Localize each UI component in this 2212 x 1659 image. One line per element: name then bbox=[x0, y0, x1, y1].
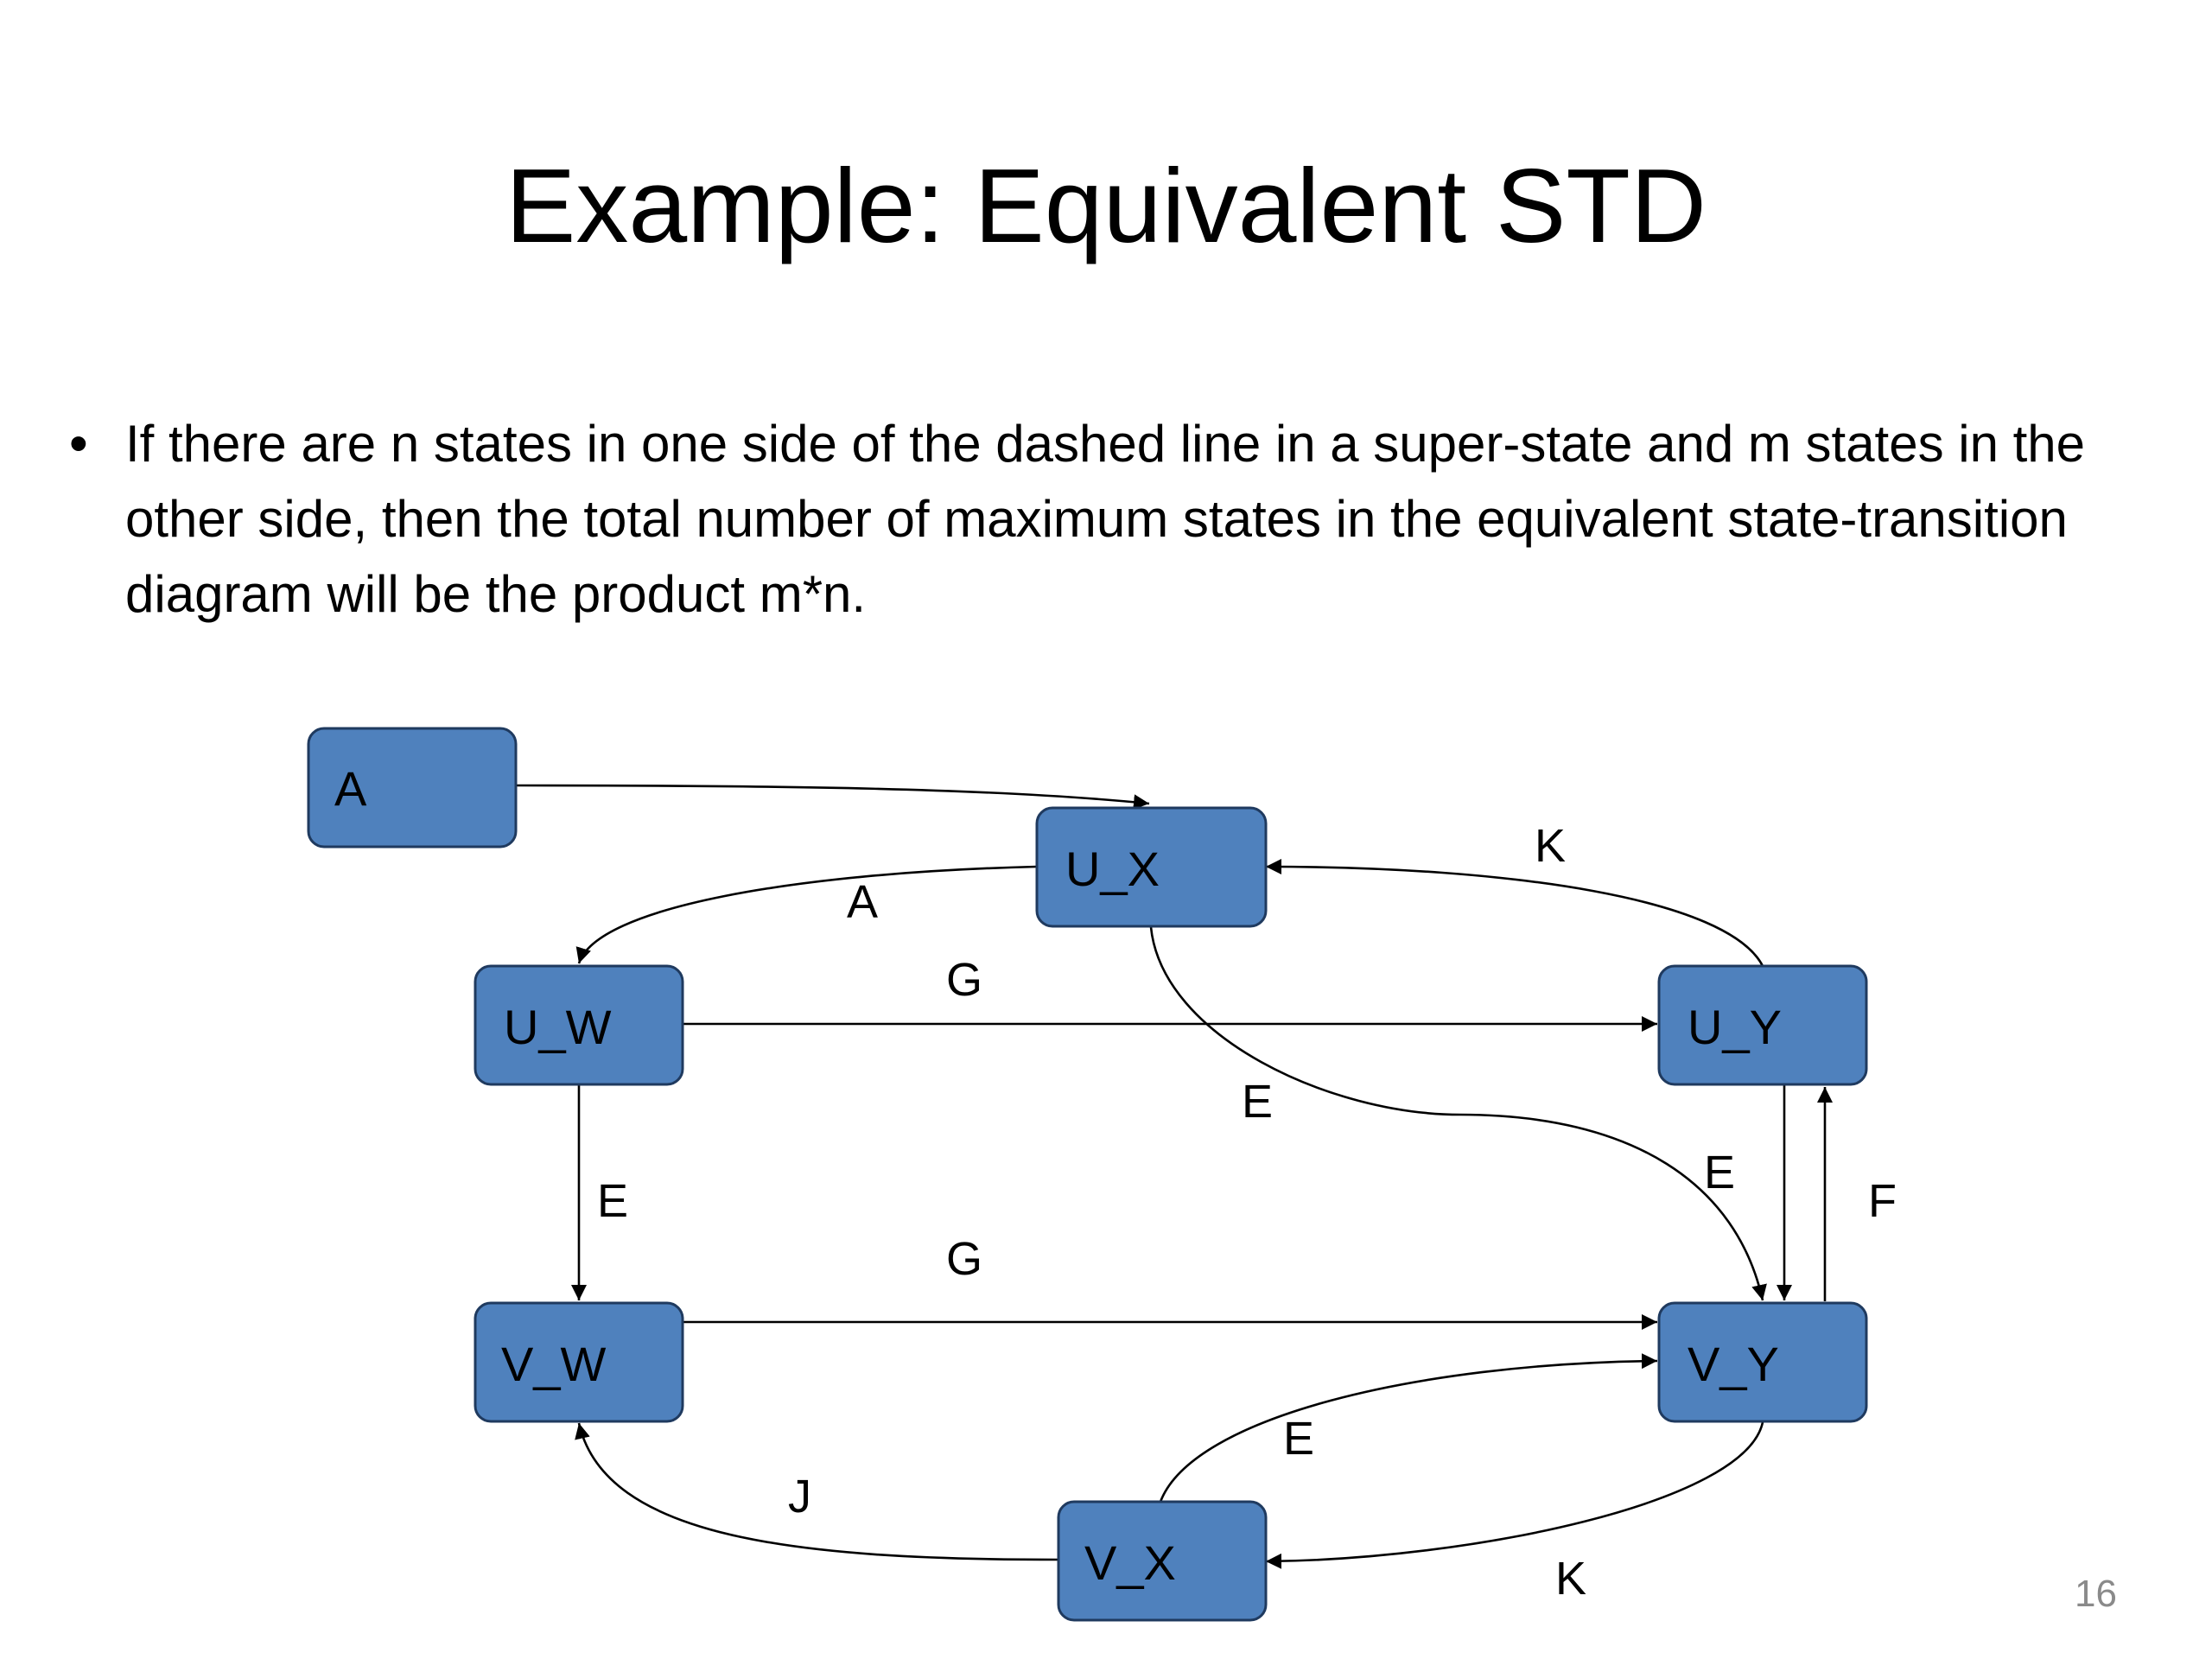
edge-vx-to-vy bbox=[1159, 1353, 1658, 1503]
page-number: 16 bbox=[2075, 1573, 2117, 1615]
bullet-text: If there are n states in one side of the… bbox=[125, 415, 2086, 623]
edge-label-uw-uy: G bbox=[946, 954, 982, 1006]
edge-vy-to-vx bbox=[1265, 1421, 1764, 1569]
node-label-u-w: U_W bbox=[504, 1000, 612, 1054]
node-label-u-y: U_Y bbox=[1688, 1000, 1782, 1054]
edge-label-vx-vy: E bbox=[1283, 1413, 1314, 1465]
edge-label-ux-vy: E bbox=[1242, 1076, 1273, 1128]
node-label-a: A bbox=[334, 761, 367, 816]
node-u-w: U_W bbox=[474, 964, 684, 1086]
bullet-icon: • bbox=[69, 414, 88, 474]
edge-ux-to-vy bbox=[1149, 926, 1767, 1301]
edge-label-uy-ux: K bbox=[1535, 820, 1566, 872]
edge-label-uy-vy: E bbox=[1704, 1147, 1735, 1198]
edge-vx-to-vw bbox=[575, 1422, 1059, 1561]
edge-ux-to-uw bbox=[575, 865, 1038, 964]
node-u-x: U_X bbox=[1035, 806, 1268, 928]
node-label-v-y: V_Y bbox=[1688, 1337, 1779, 1391]
edge-label-vy-vx: K bbox=[1555, 1553, 1586, 1605]
node-v-y: V_Y bbox=[1657, 1301, 1868, 1423]
edge-label-vy-uy: F bbox=[1868, 1175, 1897, 1227]
edge-label-uw-vw: E bbox=[597, 1175, 628, 1227]
edge-label-vw-vy: G bbox=[946, 1233, 982, 1285]
edge-label-ux-uw: A bbox=[847, 876, 878, 928]
edge-a-to-ux bbox=[516, 784, 1150, 810]
node-label-v-w: V_W bbox=[501, 1337, 606, 1391]
node-a: A bbox=[307, 727, 518, 849]
node-label-v-x: V_X bbox=[1084, 1535, 1176, 1590]
edge-label-vx-vw: J bbox=[788, 1471, 811, 1522]
edge-uy-to-ux bbox=[1265, 859, 1764, 967]
node-label-u-x: U_X bbox=[1065, 842, 1160, 896]
node-v-w: V_W bbox=[474, 1301, 684, 1423]
slide-title: Example: Equivalent STD bbox=[505, 147, 1707, 264]
node-v-x: V_X bbox=[1057, 1500, 1268, 1622]
node-u-y: U_Y bbox=[1657, 964, 1868, 1086]
